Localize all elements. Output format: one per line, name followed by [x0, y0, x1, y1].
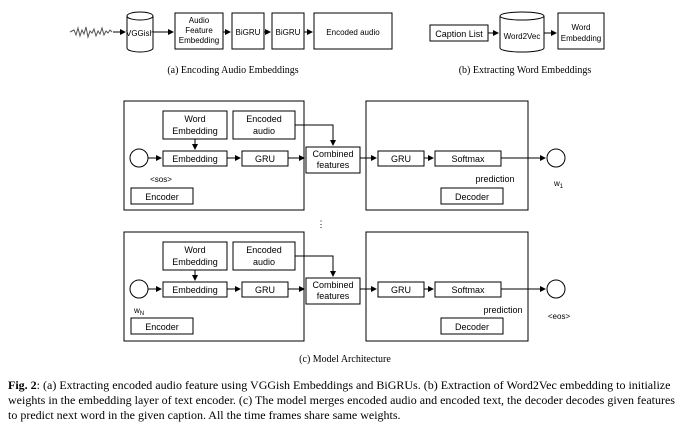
encoded-audio-1-line2: audio — [253, 126, 275, 136]
decoder-frame-1 — [365, 100, 529, 211]
combined-features-box-1 — [305, 146, 361, 174]
word2vec-db: Word2Vec — [499, 11, 545, 53]
vggish-db: VGGish — [126, 11, 154, 53]
word2vec-label: Word2Vec — [504, 32, 541, 41]
output-token-node-1 — [546, 148, 566, 168]
figure-caption-label: Fig. 2 — [8, 378, 37, 392]
decoder-1-label: Decoder — [455, 192, 489, 202]
audio-feature-line1: Audio — [189, 16, 210, 25]
softmax-n-label: Softmax — [451, 285, 485, 295]
decoder-frame-n — [365, 231, 529, 342]
caption-list-label: Caption List — [435, 29, 483, 39]
timestep-ellipsis: ⋮ — [317, 219, 326, 229]
word-embedding-1-line1: Word — [184, 114, 205, 124]
encoded-audio-1-line1: Encoded — [246, 114, 282, 124]
softmax-1-label: Softmax — [451, 154, 485, 164]
wn-label: wN — [133, 306, 144, 317]
encoded-audio-box — [313, 12, 393, 50]
decoder-n-label: Decoder — [455, 322, 489, 332]
panel-a-caption: (a) Encoding Audio Embeddings — [167, 65, 298, 76]
gru-enc-1-label: GRU — [255, 154, 275, 164]
output-token-node-n — [546, 279, 566, 299]
combined-n-line1: Combined — [312, 280, 353, 290]
word-embedding-1-line2: Embedding — [172, 126, 218, 136]
timestep-1: Word Embedding Encoded audio Embedding G… — [123, 100, 566, 211]
decoder-box-1 — [440, 187, 504, 205]
encoded-audio-box-1 — [232, 110, 296, 140]
encoded-audio-label: Encoded audio — [326, 28, 380, 37]
panel-c-caption: (c) Model Architecture — [299, 354, 391, 365]
decoder-box-n — [440, 317, 504, 335]
timestep-n: Word Embedding Encoded audio Embedding G… — [123, 231, 571, 342]
word-embedding-b-line2: Embedding — [561, 34, 601, 43]
embedding-1-label: Embedding — [172, 154, 218, 164]
word-embedding-box-b — [557, 12, 605, 50]
encoder-box-n — [130, 317, 194, 335]
audio-feature-line3: Embedding — [179, 36, 219, 45]
figure-caption: Fig. 2: (a) Extracting encoded audio fea… — [8, 378, 684, 423]
vggish-label: VGGish — [126, 29, 154, 38]
panel-a: VGGish Audio Feature Embedding BiGRU BiG… — [69, 11, 393, 76]
audio-feature-embedding-box — [174, 12, 224, 50]
gru-enc-n-label: GRU — [255, 285, 275, 295]
prediction-label-1: prediction — [475, 174, 514, 184]
combined-1-line1: Combined — [312, 149, 353, 159]
encoder-box-1 — [130, 187, 194, 205]
audio-feature-line2: Feature — [185, 26, 213, 35]
word-embedding-box-1 — [162, 110, 228, 140]
w1-label: w1 — [553, 179, 564, 190]
encoded-audio-n-line2: audio — [253, 257, 275, 267]
embedding-n-label: Embedding — [172, 285, 218, 295]
audio-waveform-icon — [69, 26, 113, 39]
bigru-label-2: BiGRU — [276, 28, 301, 37]
bigru-box-2 — [271, 12, 305, 50]
eos-label: <eos> — [548, 312, 571, 321]
bigru-box-1 — [231, 12, 265, 50]
panel-b-caption: (b) Extracting Word Embeddings — [459, 65, 592, 76]
word-embedding-b-line1: Word — [572, 23, 591, 32]
gru-dec-1-label: GRU — [391, 154, 411, 164]
encoder-n-label: Encoder — [145, 322, 179, 332]
encoder-1-label: Encoder — [145, 192, 179, 202]
encoded-audio-box-n — [232, 241, 296, 271]
combined-n-line2: features — [317, 291, 350, 301]
prediction-label-n: prediction — [483, 305, 522, 315]
combined-features-box-n — [305, 277, 361, 305]
architecture-diagram: VGGish Audio Feature Embedding BiGRU BiG… — [69, 11, 605, 365]
figure-caption-body: : (a) Extracting encoded audio feature u… — [8, 378, 675, 422]
sos-label: <sos> — [150, 175, 172, 184]
encoded-audio-n-line1: Encoded — [246, 245, 282, 255]
gru-dec-n-label: GRU — [391, 285, 411, 295]
word-embedding-n-line1: Word — [184, 245, 205, 255]
word-embedding-n-line2: Embedding — [172, 257, 218, 267]
panel-b: Caption List Word2Vec Word Embedding (b)… — [429, 11, 605, 76]
combined-1-line2: features — [317, 160, 350, 170]
input-token-node-n — [129, 279, 149, 299]
bigru-label-1: BiGRU — [236, 28, 261, 37]
input-token-node-1 — [129, 148, 149, 168]
